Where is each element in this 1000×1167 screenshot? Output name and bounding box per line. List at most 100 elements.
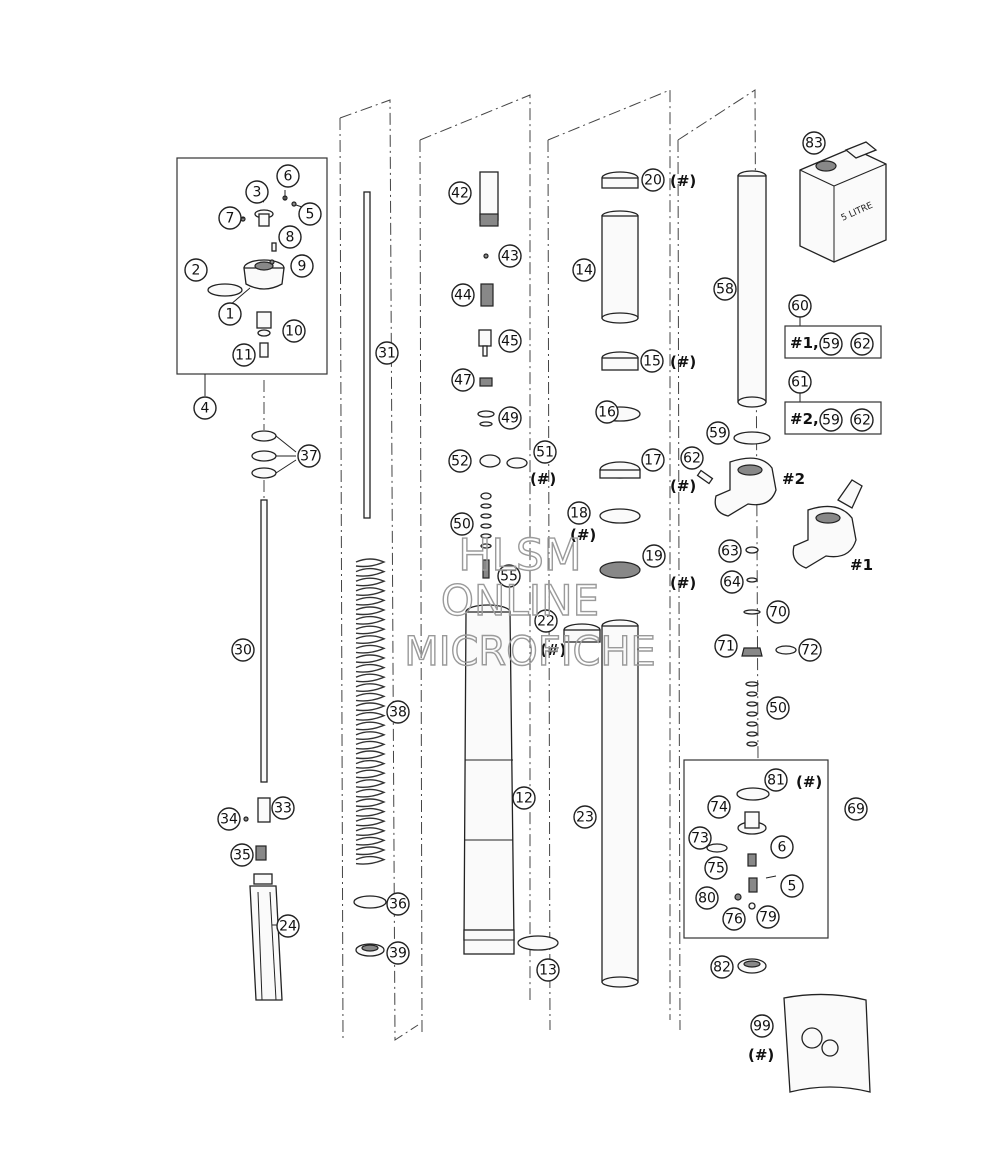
callout-17: 17	[641, 448, 665, 472]
spring-coil	[355, 606, 386, 616]
callout-82: 82	[710, 955, 734, 979]
callout-75: 75	[704, 856, 728, 880]
callout-number: 36	[389, 897, 407, 913]
callout-11: 11	[232, 343, 256, 367]
spring-coil	[355, 567, 386, 577]
spring-coil	[355, 625, 386, 635]
callout-circle	[756, 905, 780, 929]
callout-13: 13	[536, 958, 560, 982]
callout-circle	[770, 835, 794, 859]
callout-73: 73	[688, 826, 712, 850]
callout-circle	[451, 368, 475, 392]
callout-circle	[218, 302, 242, 326]
callout-number: 17	[644, 453, 662, 469]
callout-20: 20	[641, 168, 665, 192]
callout-39: 39	[386, 941, 410, 965]
callout-circle	[641, 168, 665, 192]
kit-boxes: #1, #2, #1 #2	[782, 316, 882, 574]
callout-number: 1	[226, 307, 235, 323]
hash-marker: (#)	[530, 470, 556, 488]
spring-coil	[355, 654, 386, 664]
callout-number: 42	[451, 186, 469, 202]
callout-circle	[714, 634, 738, 658]
clamp-1-label: #1	[850, 556, 873, 574]
callout-72: 72	[798, 638, 822, 662]
callout-circle	[218, 206, 242, 230]
spring-coil	[355, 769, 386, 779]
callout-circle	[375, 341, 399, 365]
hash-marker: (#)	[570, 526, 596, 544]
callout-circle	[512, 786, 536, 810]
callout-number: 38	[389, 705, 407, 721]
callout-circle	[819, 408, 843, 432]
callout-52: 52	[448, 449, 472, 473]
callout-number: 7	[226, 211, 235, 227]
spring-coil	[355, 779, 386, 788]
callout-circle	[764, 768, 788, 792]
callout-50: 50	[450, 512, 474, 536]
callout-9: 9	[290, 254, 314, 278]
callout-number: 76	[725, 912, 743, 928]
callout-number: 72	[801, 643, 819, 659]
callout-number: 11	[235, 348, 253, 364]
callout-number: 6	[284, 169, 293, 185]
callout-number: 16	[598, 405, 616, 421]
callout-circle	[722, 907, 746, 931]
callout-circle	[819, 332, 843, 356]
callout-76: 76	[722, 907, 746, 931]
spring-coil	[355, 635, 386, 644]
callout-number: 10	[285, 324, 303, 340]
spring-coil	[355, 759, 386, 769]
callout-circle	[641, 448, 665, 472]
center-axes	[263, 89, 759, 1041]
callout-38: 38	[386, 700, 410, 724]
callout-number: 82	[713, 960, 731, 976]
callout-number: 70	[769, 605, 787, 621]
callout-number: 37	[300, 449, 318, 465]
spring-coil	[355, 827, 386, 836]
hash-marker: (#)	[670, 477, 696, 495]
spring-coil	[355, 683, 386, 692]
callout-58: 58	[713, 277, 737, 301]
callout-circle	[278, 225, 302, 249]
callout-circle	[276, 164, 300, 188]
fork-spring-38	[355, 558, 386, 865]
callout-circle	[184, 258, 208, 282]
callout-6b: 6	[770, 835, 794, 859]
spring-coil	[355, 817, 386, 827]
callout-number: 59	[822, 413, 840, 429]
callout-number: 2	[192, 263, 201, 279]
callout-number: 5	[306, 207, 315, 223]
callout-24: 24	[276, 914, 300, 938]
hash-marker: (#)	[748, 1046, 774, 1064]
callout-circle	[448, 449, 472, 473]
callout-45: 45	[498, 329, 522, 353]
watermark-line-2: ONLINE	[441, 576, 599, 625]
spring-coil	[355, 615, 386, 625]
callout-number: 80	[698, 891, 716, 907]
spring-coil	[355, 788, 386, 798]
axle-clamp-column	[683, 170, 863, 974]
spring-coil	[355, 577, 386, 587]
inner-tube-column	[563, 171, 641, 988]
watermark-line-1: HLSM	[458, 530, 582, 581]
spring-coil	[355, 721, 386, 731]
clamp-2-label: #2	[782, 470, 805, 488]
kit-61-label: #2,	[790, 410, 819, 428]
spring-coil	[355, 750, 386, 760]
callout-circle	[386, 700, 410, 724]
spring-coil	[355, 855, 386, 865]
callout-circle	[498, 329, 522, 353]
callout-number: 33	[274, 801, 292, 817]
callout-number: 62	[853, 413, 871, 429]
callout-circle	[450, 512, 474, 536]
callout-number: 59	[822, 337, 840, 353]
callout-number: 71	[717, 639, 735, 655]
callout-number: 74	[710, 800, 728, 816]
callout-62: 62	[850, 332, 874, 356]
callout-47: 47	[451, 368, 475, 392]
fork-oil-can: 5 LITRE	[799, 141, 887, 263]
callout-19: 19	[642, 544, 666, 568]
callout-number: 4	[201, 401, 210, 417]
callout-circle	[282, 319, 306, 343]
